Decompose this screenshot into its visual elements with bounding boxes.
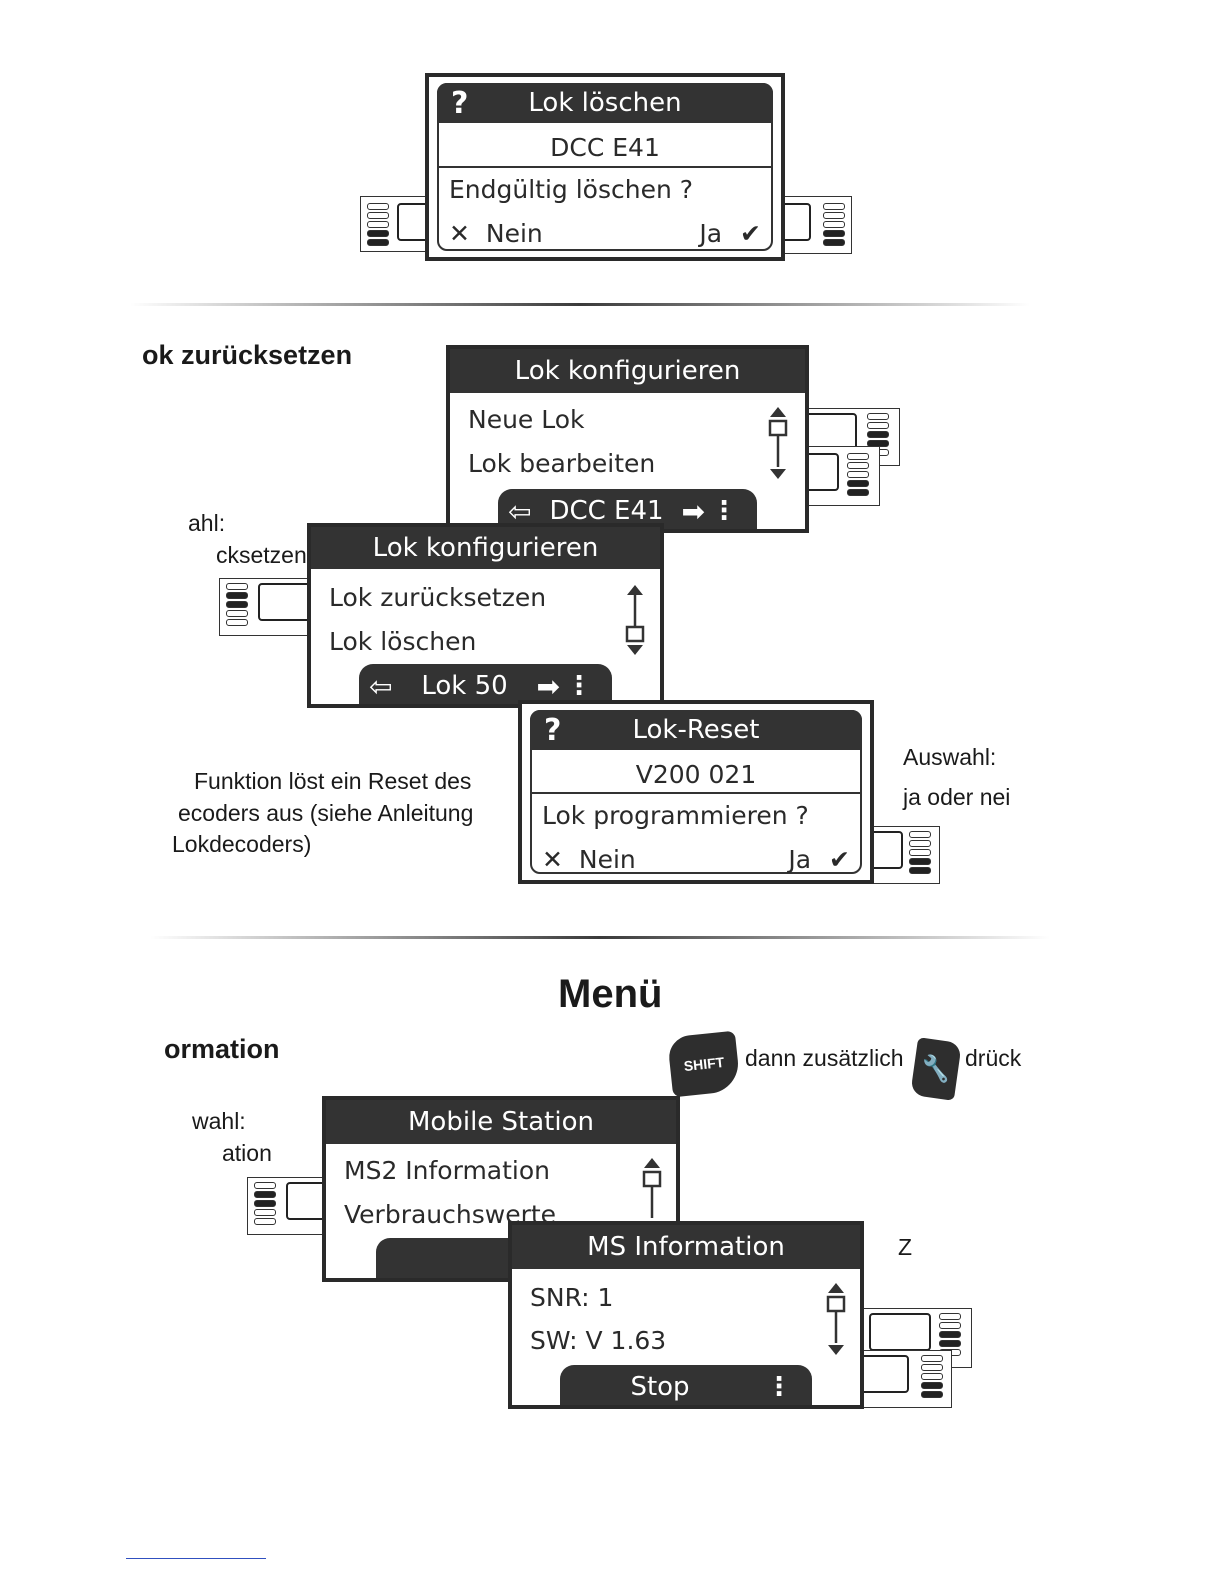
shift-key-label: SHIFT [683, 1053, 725, 1075]
loco-name: DCC E41 [549, 496, 664, 526]
dialog-lok-reset: ? Lok-Reset V200 021 Lok programmieren ?… [518, 700, 874, 884]
menu-item-lok-loeschen[interactable]: Lok löschen [329, 627, 477, 656]
choice-label-2: ja oder nei [903, 784, 1011, 810]
close-icon: ✕ [449, 219, 470, 248]
description-line-1: Funktion löst ein Reset des [194, 768, 472, 794]
section-heading: ok zurücksetzen [142, 340, 353, 370]
scrollbar-icon[interactable] [824, 1281, 848, 1357]
scrollbar-icon[interactable] [623, 583, 647, 659]
dialog-title: Lok löschen [528, 88, 682, 118]
info-snr: SNR: 1 [530, 1283, 614, 1312]
scrollbar-icon[interactable] [766, 405, 790, 481]
divider [439, 166, 771, 168]
wrench-icon: 🔧 [919, 1053, 953, 1085]
screen-lok-konfigurieren-2: Lok konfigurieren Lok zurücksetzen Lok l… [307, 523, 664, 708]
question-icon: ? [544, 712, 562, 748]
remote-control-right-bottom [797, 446, 880, 506]
selection-label-2: ation [222, 1140, 272, 1166]
divider [532, 792, 860, 794]
remote-control-right [771, 196, 852, 254]
selection-label-1: ahl: [188, 510, 226, 536]
more-icon[interactable]: ⋮ [711, 496, 737, 526]
remote-control-right-3 [861, 826, 940, 884]
yes-button[interactable]: Ja ✔ [788, 845, 850, 874]
more-icon[interactable]: ⋮ [566, 671, 592, 701]
menu-item-ms2-information[interactable]: MS2 Information [344, 1156, 551, 1185]
more-icon[interactable]: ⋮ [766, 1372, 792, 1402]
menu-item-lok-bearbeiten[interactable]: Lok bearbeiten [468, 449, 656, 478]
loco-name: Lok 50 [421, 671, 508, 701]
remote-control-left [360, 196, 441, 252]
yes-label: Ja [699, 219, 723, 248]
selection-label-2: cksetzen [216, 542, 307, 568]
section-heading: ormation [164, 1034, 280, 1064]
screen-title: Lok konfigurieren [450, 349, 805, 393]
section-divider [150, 936, 1050, 939]
softkey-bar[interactable]: ⇦ Lok 50 ➡ ⋮ [359, 664, 612, 704]
screen-title: Mobile Station [326, 1100, 676, 1144]
dialog-subtitle: V200 021 [635, 760, 757, 789]
no-button[interactable]: ✕ Nein [542, 845, 636, 874]
section-divider [130, 303, 1030, 306]
no-label: Nein [578, 845, 636, 874]
arrow-right-icon[interactable]: ➡ [536, 669, 560, 703]
yes-button[interactable]: Ja ✔ [699, 219, 761, 248]
stop-label: Stop [630, 1372, 690, 1402]
menu-item-lok-zuruecksetzen[interactable]: Lok zurücksetzen [329, 583, 547, 612]
info-software-version: SW: V 1.63 [530, 1326, 667, 1355]
screen-title: Lok konfigurieren [311, 527, 660, 569]
selection-label-1: wahl: [192, 1108, 246, 1134]
dialog-title-bar: ? Lok löschen [437, 83, 773, 123]
close-icon: ✕ [542, 845, 563, 874]
description-line-2: ecoders aus (siehe Anleitung [178, 800, 474, 826]
question-icon: ? [451, 85, 469, 121]
yes-label: Ja [788, 845, 812, 874]
choice-label-1: Auswahl: [903, 744, 997, 770]
note-z: Z [898, 1234, 913, 1260]
tools-key-icon[interactable]: 🔧 [910, 1037, 962, 1101]
arrow-left-icon[interactable]: ⇦ [369, 669, 393, 703]
arrow-right-icon[interactable]: ➡ [681, 494, 705, 528]
scrollbar-icon[interactable] [640, 1156, 664, 1232]
instruction-1: dann zusätzlich [745, 1045, 904, 1071]
remote-control-right-5 [857, 1350, 952, 1408]
shift-key-icon[interactable]: SHIFT [667, 1030, 741, 1098]
softkey-bar[interactable]: Stop ⋮ [560, 1365, 812, 1405]
no-label: Nein [485, 219, 543, 248]
remote-control-left-3 [247, 1177, 348, 1235]
check-icon: ✔ [740, 219, 761, 248]
dialog-question: Endgültig löschen ? [449, 175, 694, 204]
no-button[interactable]: ✕ Nein [449, 219, 543, 248]
dialog-lok-loeschen: ? Lok löschen DCC E41 Endgültig löschen … [425, 73, 785, 261]
footer-rule [126, 1558, 266, 1559]
remote-control-left-2 [219, 578, 321, 636]
check-icon: ✔ [829, 845, 850, 874]
dialog-question: Lok programmieren ? [542, 801, 809, 830]
dialog-title-bar: ? Lok-Reset [530, 710, 862, 750]
dialog-title: Lok-Reset [632, 715, 760, 745]
softkey-bar[interactable]: ⇦ DCC E41 ➡ ⋮ [498, 489, 757, 529]
menu-item-neue-lok[interactable]: Neue Lok [468, 405, 585, 434]
dialog-subtitle: DCC E41 [550, 133, 660, 162]
arrow-left-icon[interactable]: ⇦ [508, 494, 532, 528]
screen-title: MS Information [512, 1225, 860, 1269]
screen-lok-konfigurieren-1: Lok konfigurieren Neue Lok Lok bearbeite… [446, 345, 809, 533]
description-line-3: Lokdecoders) [172, 831, 312, 857]
instruction-2: drück [965, 1045, 1022, 1071]
page-title: Menü [558, 972, 663, 1016]
screen-ms-information: MS Information SNR: 1 SW: V 1.63 Stop ⋮ [508, 1221, 864, 1409]
